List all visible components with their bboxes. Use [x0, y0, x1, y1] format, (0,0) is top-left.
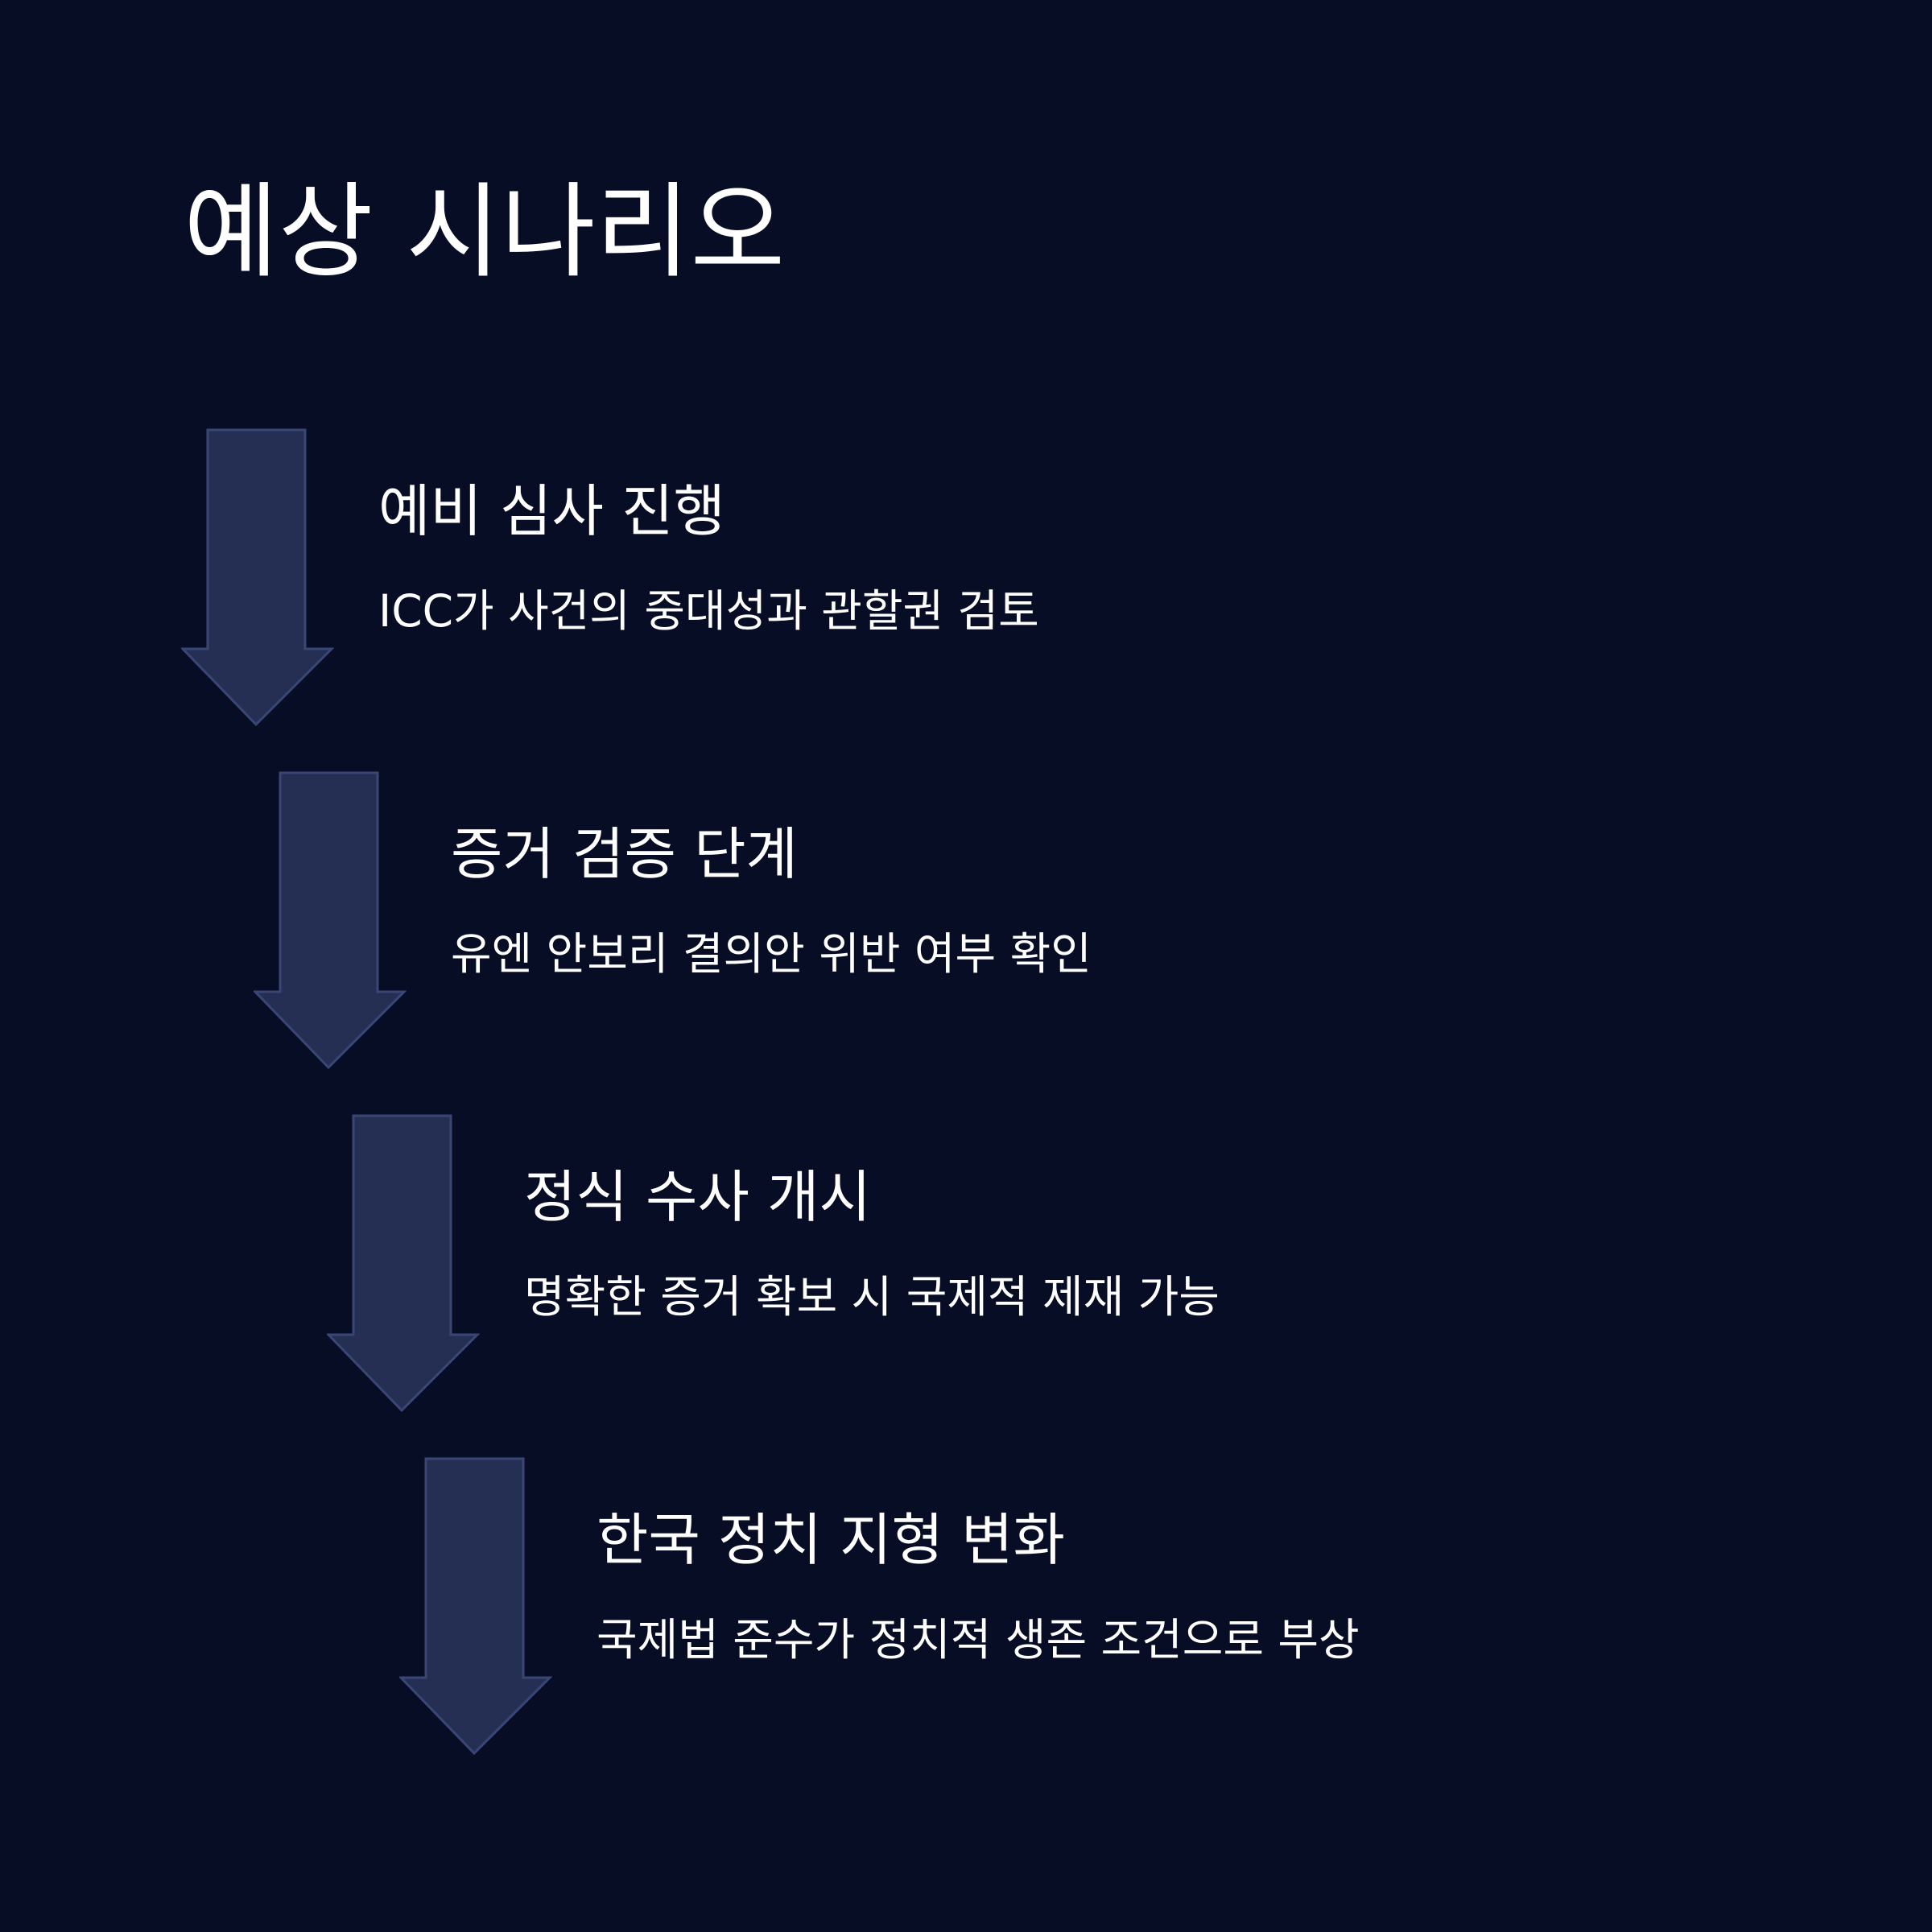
step-title: 한국 정치 지형 변화 — [597, 1507, 1065, 1573]
down-arrow-icon — [399, 1457, 552, 1755]
scenario-step-3: 정식 수사 개시 명확한 증거 확보 시 국제적 제재 가능 — [327, 1114, 1932, 1420]
down-arrow-icon — [327, 1114, 480, 1412]
step-description: 명확한 증거 확보 시 국제적 제재 가능 — [524, 1271, 1220, 1323]
step-title: 정식 수사 개시 — [524, 1164, 871, 1230]
page-title: 예상 시나리오 — [184, 172, 786, 292]
scenario-step-2: 증거 검증 단계 유엔 안보리 결의안 위반 여부 확인 — [254, 771, 1932, 1077]
down-arrow-icon — [254, 771, 407, 1069]
step-title: 예비 심사 진행 — [378, 478, 725, 544]
step-description: 국제법 준수가 정치적 생존 조건으로 부상 — [597, 1614, 1360, 1666]
down-arrow-icon — [181, 428, 334, 726]
scenario-step-1: 예비 심사 진행 ICC가 사건의 중대성과 관할권 검토 — [181, 428, 1872, 734]
step-description: 유엔 안보리 결의안 위반 여부 확인 — [451, 928, 1092, 980]
step-title: 증거 검증 단계 — [451, 821, 798, 887]
step-description: ICC가 사건의 중대성과 관할권 검토 — [378, 585, 1039, 637]
scenario-step-4: 한국 정치 지형 변화 국제법 준수가 정치적 생존 조건으로 부상 — [399, 1457, 1932, 1763]
